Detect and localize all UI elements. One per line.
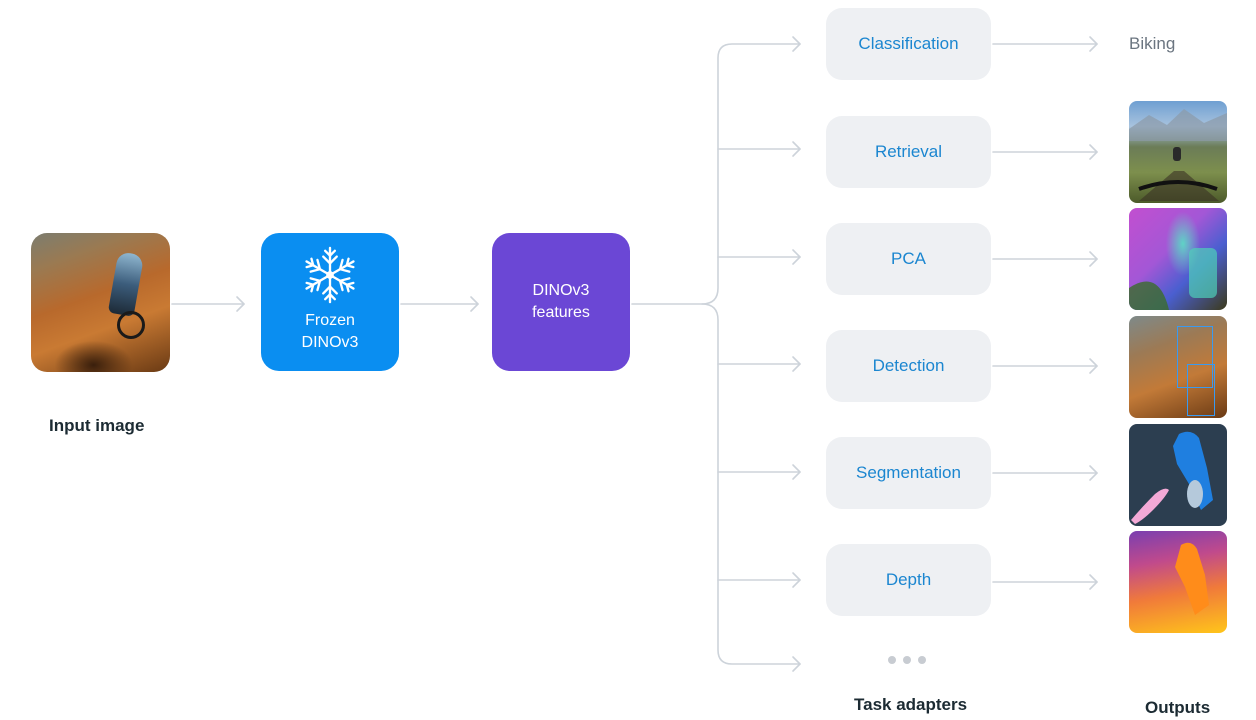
input-image-caption: Input image	[49, 416, 145, 435]
pca-output-image	[1129, 208, 1227, 310]
detection-box	[1177, 326, 1213, 388]
more-tasks-ellipsis	[888, 656, 926, 664]
detection-box	[1187, 364, 1215, 416]
task-pca: PCA	[826, 223, 991, 295]
depth-output-image	[1129, 531, 1227, 633]
task-segmentation: Segmentation	[826, 437, 991, 509]
input-image	[31, 233, 170, 372]
features-label-line2: features	[532, 304, 590, 321]
bike-wheel	[117, 311, 145, 339]
trunk-bottom	[701, 303, 801, 665]
classification-output-text: Biking	[1129, 34, 1176, 53]
rider-figure	[107, 251, 145, 317]
task-classification: Classification	[826, 8, 991, 80]
task-detection: Detection	[826, 330, 991, 402]
frozen-label-line1: Frozen	[305, 312, 355, 329]
segmentation-output-image	[1129, 424, 1227, 526]
retrieval-output-image	[1129, 101, 1227, 203]
dinov3-features-box: DINOv3 features	[492, 233, 630, 371]
trunk-top	[631, 43, 801, 305]
frozen-dinov3-box: Frozen DINOv3	[261, 233, 399, 371]
detection-output-image	[1129, 316, 1227, 418]
snowflake-icon	[301, 246, 359, 304]
features-label-line1: DINOv3	[532, 282, 590, 299]
frozen-label-line2: DINOv3	[301, 334, 359, 351]
task-depth: Depth	[826, 544, 991, 616]
task-adapters-caption: Task adapters	[854, 695, 968, 714]
outputs-caption: Outputs	[1145, 698, 1211, 717]
task-retrieval: Retrieval	[826, 116, 991, 188]
